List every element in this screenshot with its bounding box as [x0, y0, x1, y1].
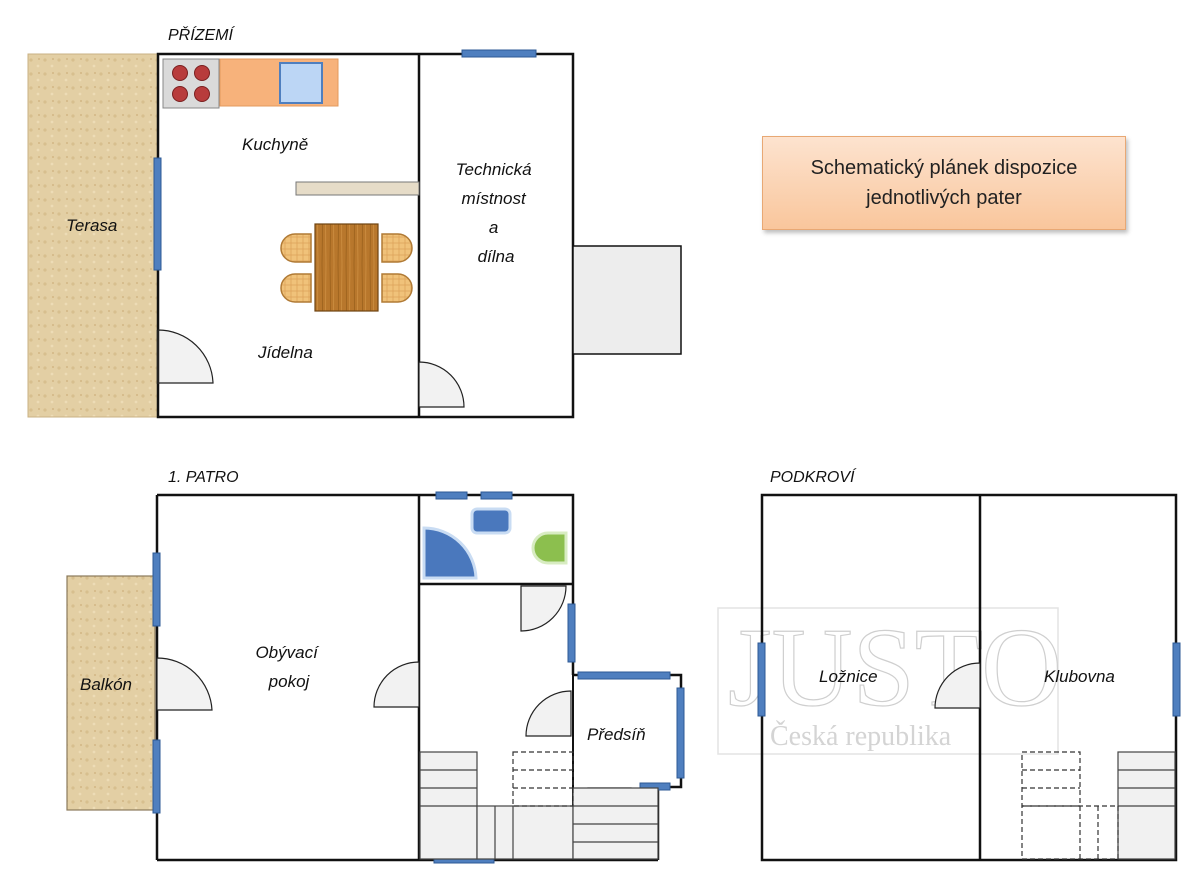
bedroom-label: Ložnice	[819, 667, 878, 686]
watermark-country: Česká republika	[770, 721, 952, 752]
stair-landing-dashed	[1021, 805, 1119, 860]
staircase-up-dashed	[512, 751, 574, 807]
door-technical-room	[418, 361, 465, 408]
kitchen-label: Kuchyně	[242, 135, 308, 154]
first-window-west-bottom	[152, 739, 161, 814]
plan-description-line: jednotlivých pater	[866, 187, 1022, 209]
ground-floor-title: PŘÍZEMÍ	[168, 25, 235, 44]
stove-burner	[172, 86, 188, 102]
shower-corner	[422, 526, 478, 580]
attic-floor: PODKROVÍ Ložnice Klubovna	[757, 467, 1181, 862]
stove-burner	[172, 65, 188, 81]
door-bathroom	[520, 585, 567, 632]
plan-description-text: Schematický plánek dispozice jednotlivýc…	[811, 153, 1078, 213]
plan-description-line: Schematický plánek dispozice	[810, 157, 1078, 179]
door-balcony	[156, 657, 213, 711]
bathroom-window	[435, 491, 468, 500]
door-clubroom	[934, 662, 981, 709]
watermark-brand: JUSTO	[728, 606, 1062, 730]
stove-burner	[194, 86, 210, 102]
stair-landing	[476, 805, 574, 860]
door-terrace	[157, 329, 214, 384]
hall-window-north	[577, 671, 671, 680]
dining-table	[314, 223, 379, 312]
first-window-west-top	[152, 552, 161, 627]
ground-floor: PŘÍZEMÍ Terasa Kuchyně Jídelna	[27, 25, 682, 419]
bathroom-window	[480, 491, 513, 500]
technical-room-label-line: místnost	[462, 189, 528, 208]
dining-chair	[280, 233, 312, 263]
staircase-attic	[1117, 751, 1176, 860]
attic-window-east	[1172, 642, 1181, 717]
dining-chair	[381, 233, 413, 263]
technical-room-label-line: a	[489, 218, 498, 237]
terrace-area	[27, 53, 159, 418]
stair-flight-dashed	[512, 751, 574, 807]
living-room-label: Obývací pokoj	[255, 643, 322, 691]
balcony-label: Balkón	[80, 675, 132, 694]
ground-window-north	[461, 49, 537, 58]
technical-room-label-line: dílna	[478, 247, 515, 266]
staircase-first	[419, 751, 659, 860]
living-room-label-line: Obývací	[255, 643, 320, 662]
watermark-frame	[717, 607, 1059, 755]
balcony-area	[66, 575, 156, 811]
technical-room-label: Technická místnost a dílna	[456, 160, 537, 266]
kitchen-stove	[162, 58, 220, 109]
door-hall	[525, 690, 572, 737]
living-room-label-line: pokoj	[268, 672, 311, 691]
first-floor: 1. PATRO Balkón	[66, 469, 685, 864]
toilet	[531, 531, 568, 565]
stove-burner	[194, 65, 210, 81]
technical-room-label-line: Technická	[456, 160, 532, 179]
hall-window-east	[676, 687, 685, 779]
kitchen-sink	[279, 62, 323, 104]
plan-description-box: Schematický plánek dispozice jednotlivýc…	[762, 136, 1126, 230]
watermark: JUSTO Česká republika	[717, 605, 1063, 755]
ground-annex	[572, 245, 682, 355]
kitchen-partition	[295, 181, 420, 196]
attic-title: PODKROVÍ	[770, 467, 857, 486]
stair-flight-dashed	[1021, 751, 1081, 807]
attic-window-west	[757, 642, 766, 717]
door-living-room	[373, 661, 420, 708]
dining-chair	[381, 273, 413, 303]
terrace-label: Terasa	[66, 216, 117, 235]
hall-label: Předsíň	[587, 725, 646, 744]
first-floor-title: 1. PATRO	[168, 469, 239, 486]
dining-label: Jídelna	[257, 343, 313, 362]
bathroom-sink	[470, 507, 512, 535]
clubroom-label: Klubovna	[1044, 667, 1115, 686]
staircase-attic-dashed	[1021, 751, 1119, 860]
first-window-east	[567, 603, 576, 663]
dining-chair	[280, 273, 312, 303]
ground-window-west	[153, 157, 162, 271]
